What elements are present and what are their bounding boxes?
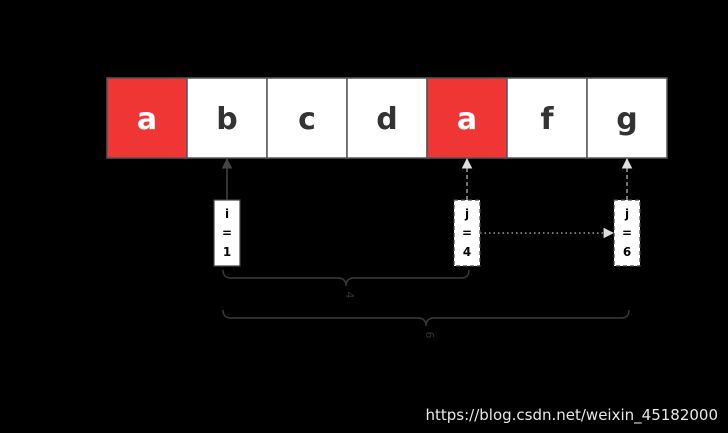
- pointer-var-text: i: [225, 207, 229, 221]
- pointer-box: [453, 199, 481, 267]
- pointer-1: j = 4: [453, 199, 481, 267]
- pointer-value-text: 1: [223, 245, 231, 259]
- brace-label-1: 6: [423, 332, 436, 339]
- distance-braces: 46: [222, 269, 630, 339]
- pointer-value-text: 6: [623, 245, 631, 259]
- cell-label: f: [540, 102, 554, 137]
- cell-box: [186, 77, 268, 159]
- cell-label: d: [376, 102, 397, 137]
- cell-box: [266, 77, 348, 159]
- pointer-var-text: j: [464, 207, 469, 221]
- cell-label: a: [137, 102, 157, 137]
- cell-1: b: [186, 77, 268, 159]
- brace-0: [222, 269, 470, 287]
- brace-1: [222, 309, 630, 327]
- cell-4: a: [426, 77, 508, 159]
- pointer-eq-text: =: [222, 226, 232, 240]
- cell-box: [506, 77, 588, 159]
- pointer-boxes: i = 1 j = 4 j = 6: [213, 199, 641, 267]
- cell-box: [106, 77, 188, 159]
- cell-label: a: [457, 102, 477, 137]
- pointer-eq-text: =: [462, 226, 472, 240]
- cell-label: b: [216, 102, 237, 137]
- cell-2: c: [266, 77, 348, 159]
- pointer-links: [221, 157, 633, 239]
- pointer-value-text: 4: [463, 245, 471, 259]
- pointer-eq-text: =: [622, 226, 632, 240]
- cell-0: a: [106, 77, 188, 159]
- cell-label: c: [298, 102, 316, 137]
- cell-3: d: [346, 77, 428, 159]
- pointer-var-text: j: [624, 207, 629, 221]
- pointer-box: [213, 199, 241, 267]
- pointer-0: i = 1: [213, 199, 241, 267]
- pointer-2: j = 6: [613, 199, 641, 267]
- brace-label-0: 4: [343, 292, 356, 299]
- watermark-text: https://blog.csdn.net/weixin_45182000: [425, 406, 718, 424]
- cell-5: f: [506, 77, 588, 159]
- cell-6: g: [586, 77, 668, 159]
- cell-label: g: [616, 102, 637, 137]
- pointer-box: [613, 199, 641, 267]
